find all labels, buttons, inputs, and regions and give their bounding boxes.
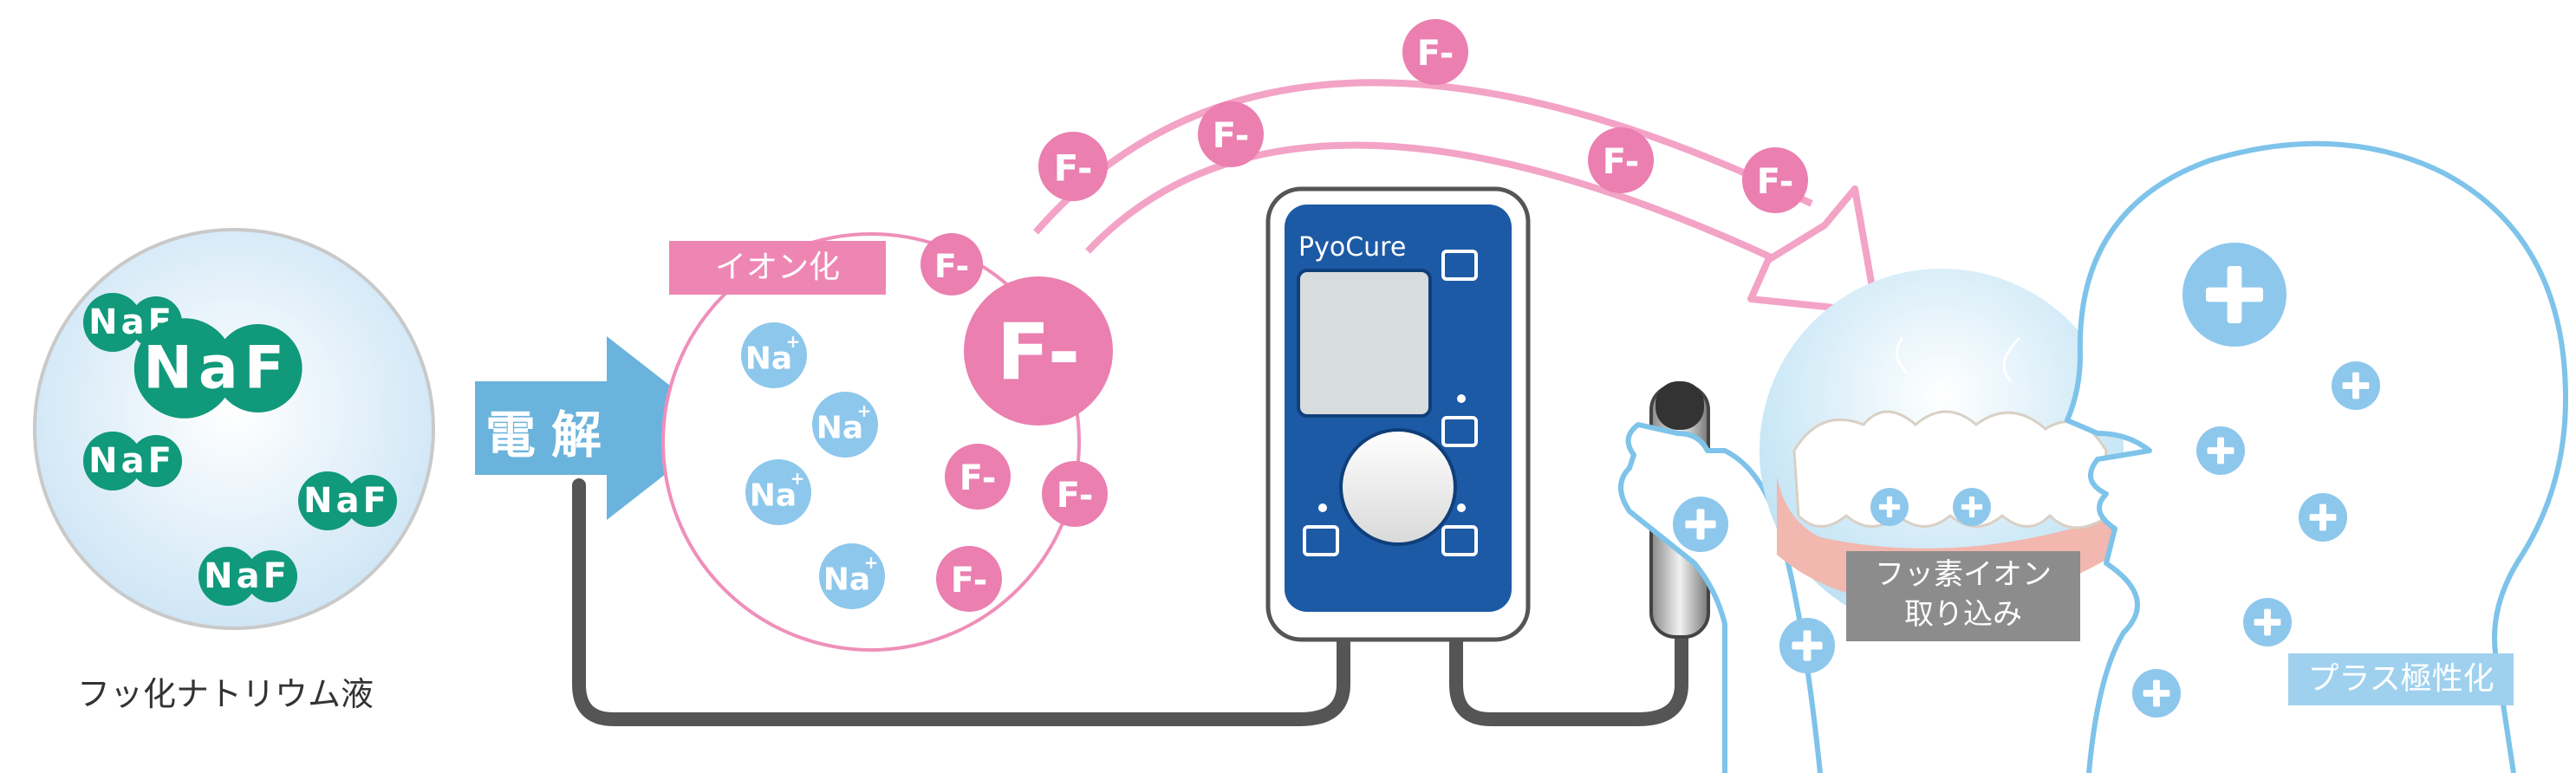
plus-charge-icon bbox=[2196, 426, 2245, 475]
solution-caption: フッ化ナトリウム液 bbox=[76, 675, 374, 713]
naf-label: NaF bbox=[88, 441, 175, 481]
electrolysis-label: 電解 bbox=[485, 406, 618, 464]
plus-charge-icon bbox=[1870, 488, 1909, 526]
fluoride-label: F- bbox=[1054, 147, 1093, 190]
fluoride-intake-tag: フッ素イオン 取り込み bbox=[1846, 551, 2080, 641]
fluoride-ion-icon: F- bbox=[936, 546, 1002, 612]
sodium-ion-icon: Na+ bbox=[741, 322, 807, 388]
flow-arc-outer bbox=[1032, 79, 1813, 235]
fluoride-ion-icon: F- bbox=[945, 444, 1011, 510]
electrolysis-arrow-icon bbox=[475, 336, 725, 520]
plus-charge-icon bbox=[1673, 497, 1728, 552]
fluoride-ion-icon: F- bbox=[1198, 101, 1264, 167]
plus-charges bbox=[1673, 243, 2380, 718]
plus-charge-icon bbox=[1953, 488, 1991, 526]
sodium-ion-icon: Na+ bbox=[819, 543, 885, 609]
naf-molecule-icon: NaF bbox=[198, 547, 297, 606]
naf-label: NaF bbox=[303, 481, 390, 521]
fluoride-ion-icon: F- bbox=[964, 276, 1113, 425]
sodium-charge: + bbox=[864, 552, 879, 573]
plus-charge-icon bbox=[2299, 493, 2347, 542]
plus-charge-icon bbox=[1779, 618, 1835, 673]
pyocure-device-icon bbox=[1265, 186, 1531, 642]
fluoride-ion-icon: F- bbox=[1402, 19, 1468, 85]
fluoride-ion-icon: F- bbox=[1742, 147, 1808, 213]
fluoride-ion-icon: F- bbox=[1588, 127, 1654, 193]
fluoride-intake-line1: フッ素イオン bbox=[1875, 557, 2052, 592]
fluoride-label: F- bbox=[951, 561, 988, 601]
naf-label: NaF bbox=[204, 556, 290, 596]
plus-charge-icon bbox=[2332, 361, 2380, 410]
sodium-label: Na bbox=[750, 478, 797, 514]
fluoride-ion-icon: F- bbox=[1042, 461, 1108, 527]
sodium-label: Na bbox=[823, 562, 870, 598]
fluoride-label: F- bbox=[1603, 142, 1640, 182]
device-brand: PyoCure bbox=[1298, 232, 1407, 263]
cable-left bbox=[572, 478, 1350, 726]
ionize-tag: イオン化 bbox=[669, 241, 886, 295]
fluoride-label: F- bbox=[1417, 34, 1454, 74]
fluoride-label: F- bbox=[959, 458, 997, 498]
naf-molecule-icon: NaF bbox=[83, 432, 182, 490]
fluoride-intake-line2: 取り込み bbox=[1904, 597, 2022, 632]
sodium-ion-icon: Na+ bbox=[745, 459, 811, 525]
fluoride-label: F- bbox=[1757, 162, 1794, 202]
flow-arc-inner bbox=[1085, 141, 1779, 263]
fluoride-label: F- bbox=[997, 308, 1080, 399]
fluoride-ion-icon: F- bbox=[920, 233, 983, 296]
sodium-ion-icon: Na+ bbox=[812, 392, 878, 458]
sodium-charge: + bbox=[786, 331, 801, 352]
plus-charge-icon bbox=[2182, 243, 2287, 347]
cable-right bbox=[1449, 617, 1688, 726]
naf-molecule-icon: NaF bbox=[133, 318, 302, 419]
naf-label: NaF bbox=[143, 335, 290, 403]
sodium-charge: + bbox=[790, 468, 805, 489]
naf-molecule-icon: NaF bbox=[298, 471, 397, 530]
fluoride-ion-icon: F- bbox=[1038, 132, 1108, 201]
fluoride-label: F- bbox=[1213, 116, 1250, 156]
sodium-label: Na bbox=[745, 341, 792, 377]
plus-charge-icon bbox=[2132, 669, 2181, 718]
sodium-label: Na bbox=[816, 411, 863, 446]
plus-charge-icon bbox=[2243, 598, 2292, 646]
sodium-charge: + bbox=[857, 400, 872, 421]
fluoride-label: F- bbox=[1057, 476, 1094, 516]
plus-polarize-tag: プラス極性化 bbox=[2288, 653, 2514, 705]
fluoride-label: F- bbox=[934, 247, 969, 285]
